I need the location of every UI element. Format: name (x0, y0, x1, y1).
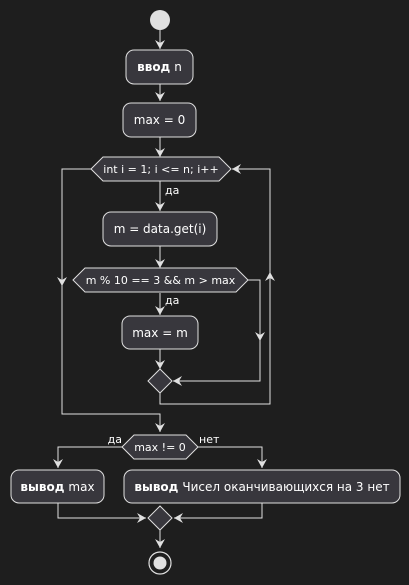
output-value-2: Чисел оканчивающихся на 3 нет (182, 480, 389, 494)
merge-node-final (147, 505, 173, 531)
condition-decision: m % 10 == 3 && m > max (72, 267, 249, 293)
check-yes-label: да (108, 433, 122, 446)
assign-max-label: max = m (132, 326, 188, 340)
check-max-decision: max != 0 (121, 434, 199, 460)
init-max-node: max = 0 (122, 102, 197, 138)
output-value-1: max (68, 480, 94, 494)
get-item-label: m = data.get(i) (114, 222, 207, 236)
start-node (150, 10, 170, 30)
loop-decision: int i = 1; i <= n; i++ (90, 156, 232, 182)
check-no-label: нет (199, 433, 220, 446)
output-keyword-2: вывод (134, 480, 178, 494)
loop-yes-label: да (165, 184, 179, 197)
input-variable: n (174, 60, 182, 74)
condition-yes-label: да (165, 294, 179, 307)
output-max-node: вывод max (10, 469, 105, 504)
edges (53, 30, 275, 548)
init-max-label: max = 0 (134, 113, 185, 127)
merge-node-inner (147, 368, 173, 394)
condition-label: m % 10 == 3 && m > max (86, 274, 236, 287)
input-keyword: ввод (137, 60, 170, 74)
output-keyword-1: вывод (20, 480, 64, 494)
get-item-node: m = data.get(i) (102, 211, 218, 247)
loop-label: int i = 1; i <= n; i++ (103, 163, 218, 176)
assign-max-node: max = m (121, 315, 199, 350)
output-none-node: вывод Чисел оканчивающихся на 3 нет (123, 469, 401, 504)
end-node (148, 551, 172, 575)
check-max-label: max != 0 (134, 441, 186, 454)
